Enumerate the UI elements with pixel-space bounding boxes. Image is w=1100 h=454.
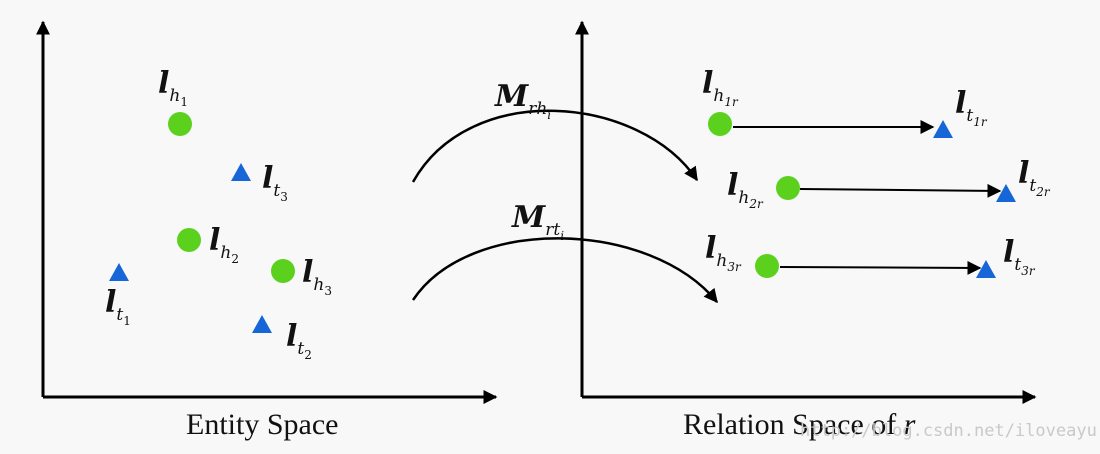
translation-vector-3 [779, 260, 982, 275]
tail-point-t3 [231, 163, 251, 181]
entity-space-caption: Entity Space [186, 408, 339, 441]
head-point-h2r [776, 176, 800, 200]
label-t2: lt2 [286, 319, 312, 362]
label-h1r: lh1r [702, 66, 739, 109]
translation-vector-2 [799, 183, 1002, 198]
relation-space-caption-var: r [903, 408, 916, 441]
tail-point-t1 [109, 263, 129, 281]
label-h1: lh1 [158, 66, 188, 109]
tail-point-t2 [252, 315, 272, 333]
label-h3: lh3 [302, 255, 332, 298]
label-t2r: lt2r [1018, 156, 1051, 199]
head-point-h3 [271, 259, 295, 283]
mapping-arc-tail [411, 237, 718, 304]
relation-space-caption-text: Relation Space of [683, 408, 904, 441]
head-point-h1r [708, 112, 732, 136]
head-point-h2 [177, 228, 201, 252]
label-h2r: lh2r [727, 168, 764, 211]
label-t1: lt1 [105, 285, 131, 328]
relation-space-axes [575, 20, 1037, 404]
entity-space-axes [36, 20, 498, 404]
label-h3r: lh3r [705, 231, 742, 274]
label-t3r: lt3r [1003, 235, 1036, 278]
tail-point-t3r [976, 260, 996, 278]
label-M-rh: Mrhi [494, 79, 551, 122]
head-point-h3r [755, 254, 779, 278]
mapping-arc-head [411, 109, 699, 183]
watermark-text: http://blog.csdn.net/iloveayu [800, 421, 1097, 441]
tail-point-t1r [933, 120, 953, 138]
head-point-h1 [168, 112, 192, 136]
label-M-rt: Mrti [511, 200, 564, 243]
label-h2: lh2 [209, 223, 239, 266]
tail-point-t2r [996, 184, 1016, 202]
label-t3: lt3 [262, 161, 288, 204]
label-t1r: lt1r [955, 86, 988, 129]
relation-space-caption: Relation Space of r [683, 408, 915, 442]
